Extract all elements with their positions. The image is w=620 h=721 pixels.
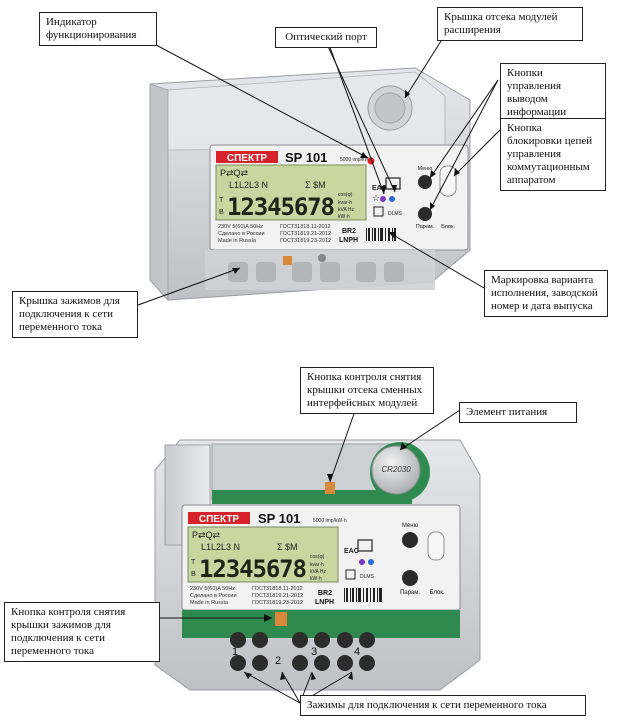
optical-port-icon [385, 177, 401, 190]
svg-text:B: B [191, 571, 196, 578]
lock-button[interactable]: Блок. [439, 165, 457, 230]
leader-arrowheads [232, 90, 460, 680]
lock-button-bottom[interactable]: Блок. [427, 531, 445, 596]
svg-text:kvar·h: kvar·h [310, 562, 324, 568]
callout-optical-port: Оптический порт [275, 27, 377, 48]
callout-display-buttons: Кнопки управления выводом информации [500, 63, 606, 123]
svg-text:B: B [219, 209, 224, 216]
svg-text:T: T [219, 197, 224, 204]
callout-marking: Маркировка варианта исполнения, заводско… [484, 270, 608, 317]
callout-module-cover: Крышка отсека модулей расширения [437, 7, 583, 41]
svg-text:СПЕКТР: СПЕКТР [227, 153, 268, 164]
star-icon: ☆ [372, 193, 380, 203]
callout-terminals: Зажимы для подключения к сети переменног… [300, 695, 586, 716]
svg-text:kW·h: kW·h [338, 214, 350, 220]
top-meter: СПЕКТР SP 101 5000 imp/kW·h P⇄Q⇄ L1L2L3 … [149, 67, 471, 302]
terminal-block [230, 632, 375, 671]
brand-logo-bottom: СПЕКТР [188, 512, 250, 525]
svg-text:SP 101: SP 101 [258, 511, 300, 526]
model-name: SP 101 [285, 150, 327, 165]
terminal-number-2: 2 [275, 655, 281, 667]
terminal-cover-check-button[interactable] [275, 612, 287, 626]
svg-text:LNPH: LNPH [339, 237, 358, 244]
svg-text:СПЕКТР: СПЕКТР [199, 514, 240, 525]
svg-text:Парам.: Парам. [400, 590, 420, 596]
terminal-cover [228, 262, 404, 282]
callout-module-cover-check: Кнопка контроля снятия крышки отсека сме… [300, 367, 434, 414]
svg-text:P⇄Q⇄: P⇄Q⇄ [220, 168, 249, 178]
svg-text:Меню: Меню [418, 166, 433, 172]
svg-text:Σ $M: Σ $M [277, 542, 298, 552]
svg-text:Сделано в России: Сделано в России [218, 231, 265, 237]
svg-text:Блок.: Блок. [441, 224, 455, 230]
svg-text:CR2030: CR2030 [381, 465, 411, 474]
svg-text:P⇄Q⇄: P⇄Q⇄ [192, 530, 221, 540]
params-button[interactable]: Парам. [416, 207, 435, 230]
svg-text:230V 5(60)A 50Hz: 230V 5(60)A 50Hz [218, 224, 263, 230]
svg-text:ГОСТ31819.21-2012: ГОСТ31819.21-2012 [280, 231, 331, 237]
svg-text:cos(φ): cos(φ) [310, 554, 325, 560]
svg-text:DLMS: DLMS [360, 574, 375, 580]
callout-terminal-cover: Крышка зажимов для подключения к сети пе… [12, 291, 138, 338]
svg-text:Меню: Меню [402, 523, 419, 529]
callout-battery: Элемент питания [459, 402, 577, 423]
menu-button-bottom[interactable]: Меню [402, 523, 419, 548]
svg-text:12345678: 12345678 [199, 555, 307, 583]
svg-text:ГОСТ31819.23-2012: ГОСТ31819.23-2012 [252, 600, 303, 606]
svg-text:kvar·h: kvar·h [338, 200, 352, 206]
bottom-meter: CR2030 СПЕКТР SP 101 5000 imp/kW·h P⇄Q⇄ … [154, 439, 481, 691]
svg-text:EAC: EAC [372, 185, 387, 192]
svg-text:cos(φ): cos(φ) [338, 192, 353, 198]
leader-lines [127, 29, 501, 704]
svg-text:kW·h: kW·h [310, 576, 322, 582]
svg-text:Парам.: Парам. [416, 224, 435, 230]
svg-text:Made in Russia: Made in Russia [218, 238, 257, 244]
svg-text:Сделано в России: Сделано в России [190, 593, 237, 599]
svg-text:kVA Hz: kVA Hz [338, 207, 355, 213]
callout-terminal-cover-check: Кнопка контроля снятия крышки зажимов дл… [4, 602, 160, 662]
svg-text:T: T [191, 559, 196, 566]
terminal-number-3: 3 [311, 646, 317, 658]
params-button-bottom[interactable]: Парам. [400, 570, 420, 596]
imp-label: 5000 imp/kW·h [340, 157, 374, 163]
svg-text:ГОСТ31818.11-2012: ГОСТ31818.11-2012 [252, 586, 303, 592]
callout-lock-button: Кнопка блокировки цепей управления комму… [500, 118, 606, 191]
svg-text:ГОСТ31818.11-2012: ГОСТ31818.11-2012 [280, 224, 331, 230]
svg-text:kVA Hz: kVA Hz [310, 569, 327, 575]
svg-text:ГОСТ31819.21-2012: ГОСТ31819.21-2012 [252, 593, 303, 599]
brand-logo: СПЕКТР [216, 151, 278, 164]
terminal-number-4: 4 [354, 646, 360, 658]
svg-text:EAC: EAC [344, 548, 359, 555]
battery: CR2030 [370, 442, 430, 502]
svg-text:230V 5(60)A 50Hz: 230V 5(60)A 50Hz [190, 586, 235, 592]
svg-text:L1L2L3 N: L1L2L3 N [201, 542, 240, 552]
lcd-display-bottom [187, 526, 339, 583]
svg-text:LNPH: LNPH [315, 599, 334, 606]
svg-text:Σ $M: Σ $M [305, 180, 326, 190]
callout-indicator: Индикатор функционирования [39, 12, 157, 46]
menu-button[interactable]: Меню [418, 166, 433, 189]
svg-text:DLMS: DLMS [388, 211, 403, 217]
lcd-digits: 12345678 [227, 193, 335, 221]
terminal-number-1: 1 [232, 646, 238, 658]
lcd-display [215, 164, 367, 221]
svg-text:L1L2L3 N: L1L2L3 N [229, 180, 268, 190]
module-cover-check-button[interactable] [325, 482, 335, 494]
svg-text:Made in Russia: Made in Russia [190, 600, 229, 606]
svg-text:ГОСТ31819.23-2012: ГОСТ31819.23-2012 [280, 238, 331, 244]
svg-text:Блок.: Блок. [429, 590, 444, 596]
svg-text:BR2: BR2 [318, 590, 332, 597]
optical-port-led [380, 196, 386, 202]
svg-text:5000 imp/kW·h: 5000 imp/kW·h [313, 518, 347, 524]
variant-marking: BR2 [342, 228, 356, 235]
